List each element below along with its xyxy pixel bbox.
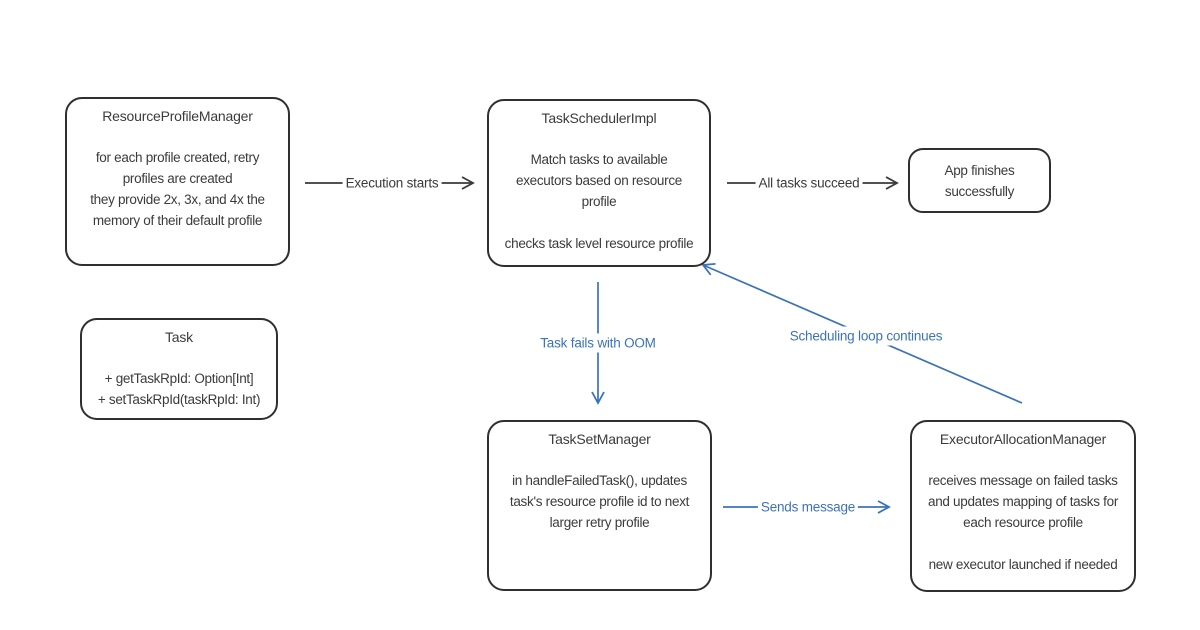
edge-label-task-fails-oom: Task fails with OOM xyxy=(537,333,659,353)
node-app-finishes: App finishes successfully xyxy=(908,148,1051,213)
node-body: in handleFailedTask(), updates task's re… xyxy=(509,473,690,530)
node-body: App finishes successfully xyxy=(944,162,1015,199)
node-title: ResourceProfileManager xyxy=(102,108,253,124)
node-title: ExecutorAllocationManager xyxy=(939,431,1107,447)
node-title: TaskSetManager xyxy=(548,431,651,447)
node-body: for each profile created, retry profiles… xyxy=(90,150,265,228)
edge-label-scheduling-loop: Scheduling loop continues xyxy=(786,326,946,346)
node-body: Match tasks to available executors based… xyxy=(515,152,682,209)
edge-label-execution-starts: Execution starts xyxy=(342,173,442,193)
edge-label-all-tasks-succeed: All tasks succeed xyxy=(755,173,863,193)
node-task-set-manager: TaskSetManager in handleFailedTask(), up… xyxy=(487,420,712,591)
node-body-secondary: new executor launched if needed xyxy=(928,557,1118,572)
node-executor-allocation-manager: ExecutorAllocationManager receives messa… xyxy=(910,420,1136,592)
node-task-scheduler-impl: TaskSchedulerImpl Match tasks to availab… xyxy=(487,99,711,267)
edge-label-sends-message: Sends message xyxy=(757,497,859,517)
node-resource-profile-manager: ResourceProfileManager for each profile … xyxy=(65,97,290,266)
node-task: Task + getTaskRpId: Option[Int] + setTas… xyxy=(80,318,278,420)
node-title: TaskSchedulerImpl xyxy=(541,110,657,126)
node-title: Task xyxy=(165,329,193,345)
node-body: + getTaskRpId: Option[Int] + setTaskRpId… xyxy=(97,371,261,407)
node-body-secondary: checks task level resource profile xyxy=(504,236,694,251)
node-body: receives message on failed tasks and upd… xyxy=(927,473,1119,530)
